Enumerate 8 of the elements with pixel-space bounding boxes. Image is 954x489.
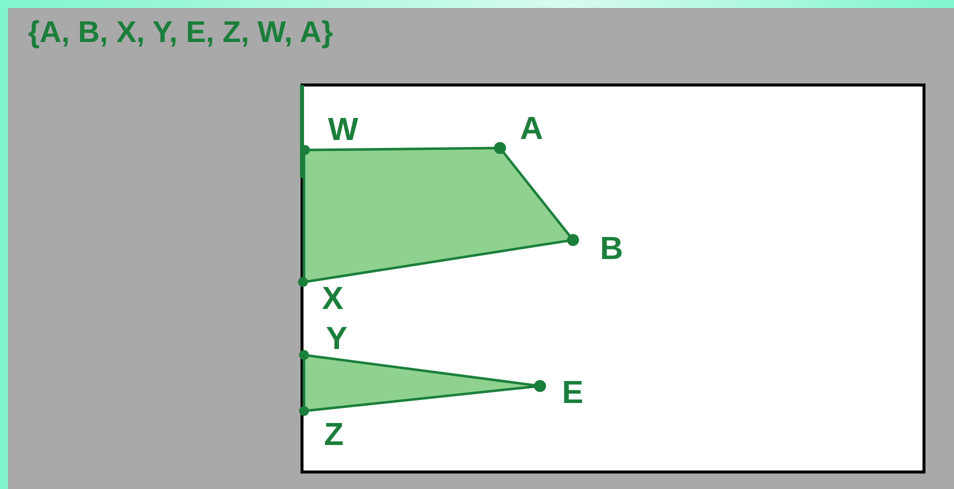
title: {A, B, X, Y, E, Z, W, A} — [28, 16, 334, 50]
vertex-label: Y — [326, 322, 348, 354]
vertex-label: E — [562, 376, 584, 408]
vertex-label: X — [322, 282, 344, 314]
vertex-label: Z — [324, 418, 344, 450]
vertex-label: W — [328, 113, 358, 145]
vertex-label: A — [520, 112, 544, 144]
vertex-label: B — [600, 232, 624, 264]
